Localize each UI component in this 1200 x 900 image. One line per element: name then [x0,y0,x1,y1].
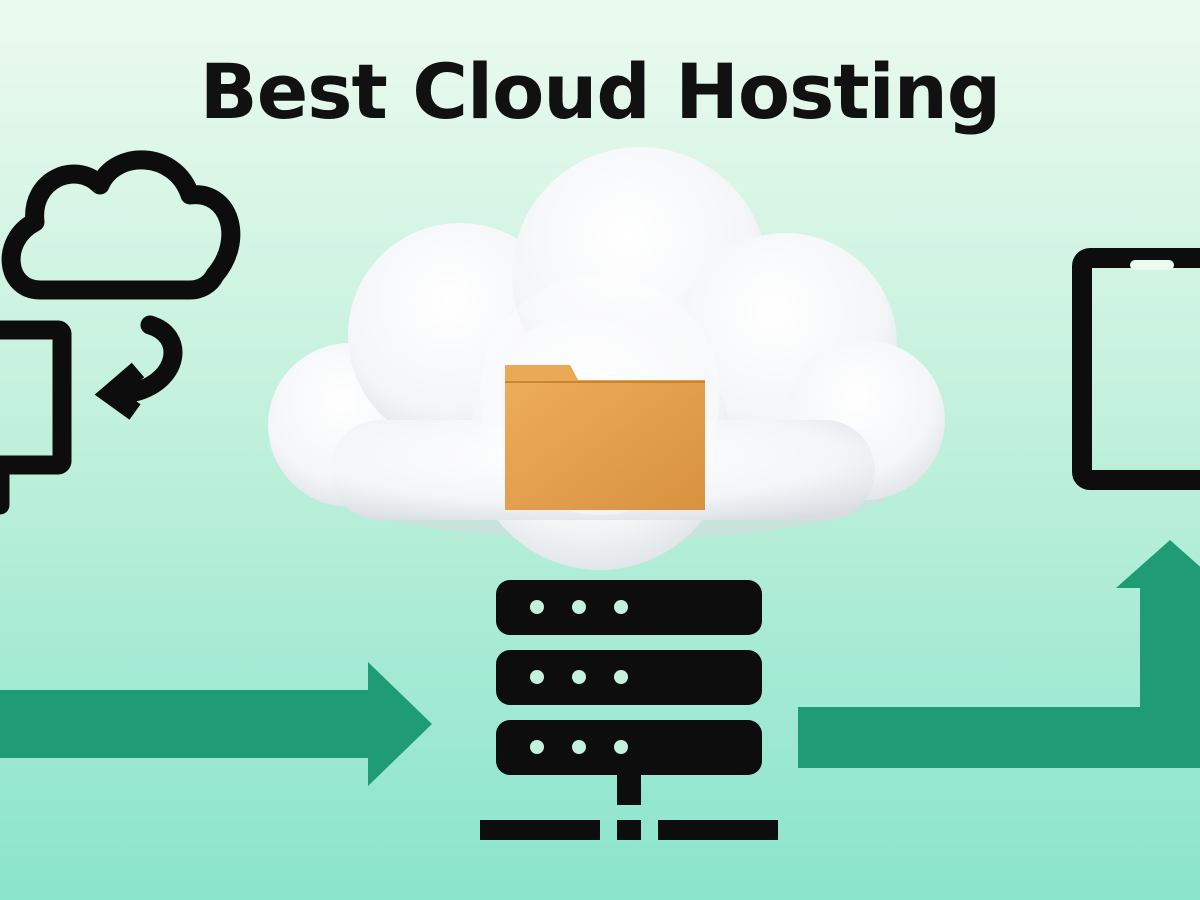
folder-icon [505,365,705,510]
server-rack-icon [480,580,778,840]
tablet-icon [1072,248,1200,490]
cloud-sync-icon [0,150,241,515]
right-arrow-icon [0,662,432,786]
elbow-up-arrow-icon [798,540,1200,768]
page-title: Best Cloud Hosting [199,47,1001,136]
